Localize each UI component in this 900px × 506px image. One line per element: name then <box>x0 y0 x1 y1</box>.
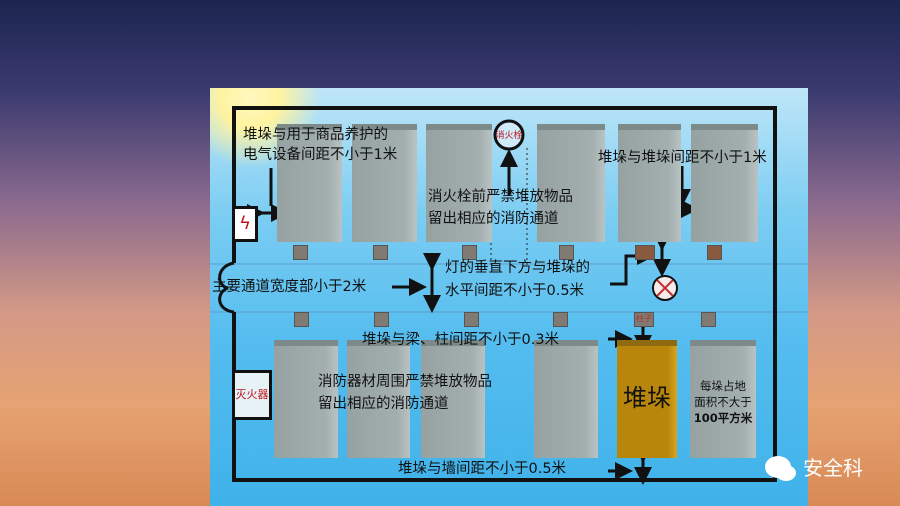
lamp-note: 水平间距不小于0.5米 <box>445 283 585 299</box>
lamp-note: 灯的垂直下方与堆垛的 <box>445 260 590 276</box>
main-aisle-note: 主要通道宽度部小于2米 <box>212 279 367 295</box>
equipment-note: 堆垛与用于商品养护的 <box>243 127 388 143</box>
warehouse-layout-diagram: 柱子 ϟ 灭火器 消火栓 堆垛与用于商品养护的 电气设备间距不小于1米 消火栓前… <box>210 88 808 506</box>
column <box>559 245 574 260</box>
watermark: 安全科 <box>765 452 863 481</box>
column <box>635 245 655 260</box>
stack <box>690 340 756 458</box>
column <box>373 245 388 260</box>
electrical-equipment-icon: ϟ <box>232 206 258 242</box>
area-note: 100平方米 <box>693 411 753 425</box>
column <box>293 245 308 260</box>
area-note: 每垛占地 <box>700 379 746 393</box>
stack-highlighted <box>617 340 677 458</box>
hydrant-note: 留出相应的消防通道 <box>428 211 559 227</box>
column <box>464 312 479 327</box>
stack <box>691 124 758 242</box>
beam-note: 堆垛与梁、柱间距不小于0.3米 <box>362 332 560 348</box>
equipment-clearance-note: 消防器材周围严禁堆放物品 <box>318 374 492 390</box>
stack <box>534 340 598 458</box>
door <box>218 261 235 314</box>
stack <box>274 340 338 458</box>
column <box>462 245 477 260</box>
wechat-icon <box>765 455 791 478</box>
column <box>553 312 568 327</box>
stack <box>352 124 417 242</box>
stack <box>426 124 492 242</box>
column <box>701 312 716 327</box>
wall-note: 堆垛与墙间距不小于0.5米 <box>398 461 567 477</box>
hydrant-label: 消火栓 <box>495 131 523 141</box>
stack <box>277 124 342 242</box>
stack <box>347 340 410 458</box>
stack <box>421 340 485 458</box>
equipment-note: 电气设备间距不小于1米 <box>243 147 398 163</box>
column <box>294 312 309 327</box>
column-marked: 柱子 <box>634 312 654 327</box>
wall <box>232 106 777 482</box>
stack <box>618 124 681 242</box>
area-note: 面积不大于 <box>694 395 752 409</box>
column <box>374 312 389 327</box>
watermark-text: 安全科 <box>803 456 863 480</box>
extinguisher-box: 灭火器 <box>232 370 272 420</box>
column <box>707 245 722 260</box>
stack-gap-note: 堆垛与堆垛间距不小于1米 <box>598 150 767 166</box>
stack <box>537 124 605 242</box>
equipment-clearance-note: 留出相应的消防通道 <box>318 396 449 412</box>
stack-label: 堆垛 <box>623 384 671 412</box>
hydrant-note: 消火栓前严禁堆放物品 <box>428 189 573 205</box>
